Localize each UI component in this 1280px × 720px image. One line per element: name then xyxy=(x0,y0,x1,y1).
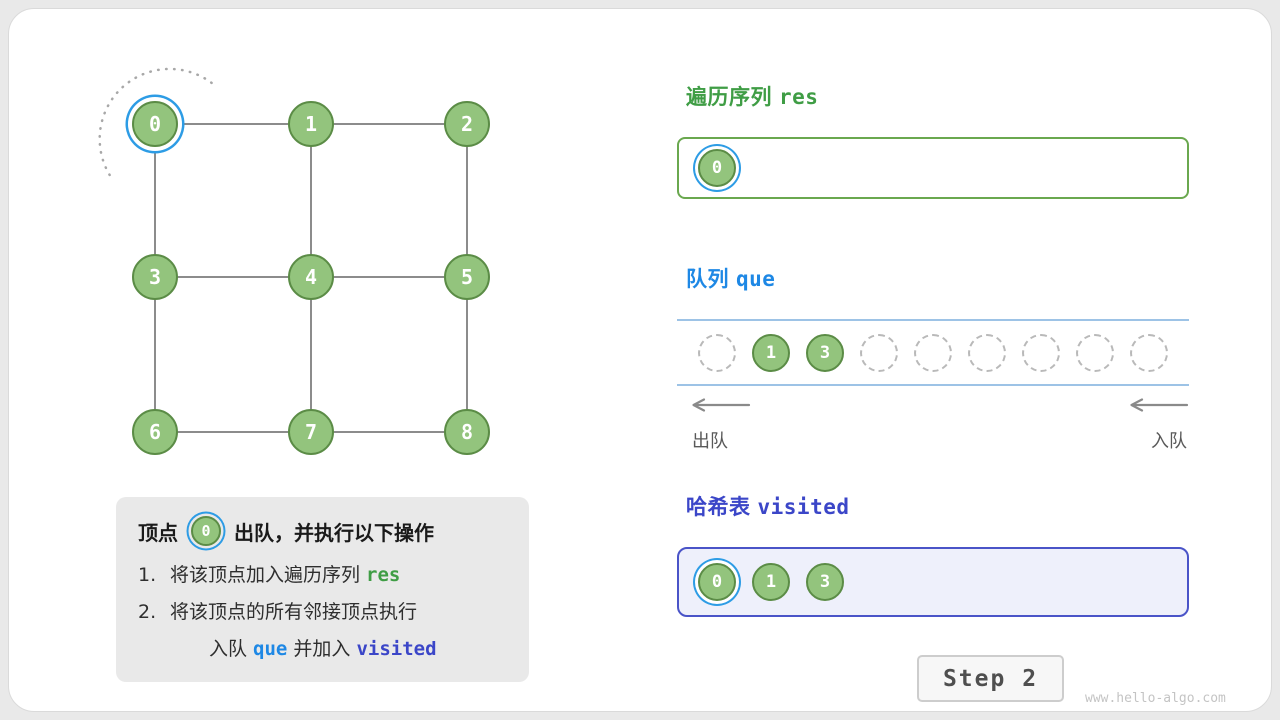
info-line-3: 入队 que 并加入 visited xyxy=(138,631,507,668)
enqueue-arrow-icon xyxy=(1130,398,1189,412)
info-title-prefix: 顶点 xyxy=(138,520,178,545)
graph-node-0: 0 xyxy=(132,101,178,147)
res-item-0: 0 xyxy=(698,149,736,187)
graph-node-6: 6 xyxy=(132,409,178,455)
watermark: www.hello-algo.com xyxy=(1085,691,1226,706)
info-line-2: 2. 将该顶点的所有邻接顶点执行 xyxy=(138,594,507,631)
info-box: 顶点 0 出队，并执行以下操作 1. 将该顶点加入遍历序列 res 2. 将该顶点的所… xyxy=(116,497,529,682)
enqueue-label: 入队 xyxy=(1151,431,1187,452)
graph-node-5: 5 xyxy=(444,254,490,300)
inline-text: 将该顶点加入遍历序列 xyxy=(170,564,367,586)
res-panel-title: 遍历序列 xyxy=(686,85,772,109)
queue-panel-title: 队列 xyxy=(686,267,729,291)
inline-text: 将该顶点的所有邻接顶点执行 xyxy=(170,601,418,623)
step-badge: Step 2 xyxy=(917,655,1064,702)
res-panel-code: res xyxy=(779,85,819,109)
graph-node-2: 2 xyxy=(444,101,490,147)
graph-edges xyxy=(98,67,468,433)
inline-text: 并加入 xyxy=(287,638,357,660)
res-box: 0 xyxy=(677,137,1189,199)
queue-slot-0 xyxy=(698,333,736,372)
info-title-suffix: 出队，并执行以下操作 xyxy=(234,520,434,545)
queue-item-1: 1 xyxy=(752,333,790,372)
info-line-number xyxy=(138,631,209,668)
graph-node-3: 3 xyxy=(132,254,178,300)
inline-code: que xyxy=(253,638,288,660)
info-line-text: 将该顶点的所有邻接顶点执行 xyxy=(170,594,417,631)
info-line-text: 将该顶点加入遍历序列 res xyxy=(170,557,400,594)
queue-item-3: 3 xyxy=(806,333,844,372)
visited-panel-code: visited xyxy=(757,495,850,519)
inline-code: visited xyxy=(356,638,437,660)
info-line-number: 1. xyxy=(138,564,157,586)
visited-item-1: 1 xyxy=(752,563,790,601)
queue-panel-code: que xyxy=(736,267,776,291)
graph-canvas: 0 1 2 3 4 5 6 7 8 xyxy=(89,59,529,479)
dequeue-arrow-icon xyxy=(692,398,751,412)
visited-item-0: 0 xyxy=(698,563,736,601)
queue-slot-5 xyxy=(968,333,1006,372)
info-line-number: 2. xyxy=(138,601,157,623)
graph-node-1: 1 xyxy=(288,101,334,147)
info-line-1: 1. 将该顶点加入遍历序列 res xyxy=(138,557,507,594)
queue-slot-3 xyxy=(860,333,898,372)
inline-code: res xyxy=(366,564,401,586)
info-node-slot: 0 xyxy=(191,516,221,546)
inline-text: 入队 xyxy=(209,638,254,660)
visited-item-3: 3 xyxy=(806,563,844,601)
visited-panel-title: 哈希表 xyxy=(686,495,751,519)
queue-slot-6 xyxy=(1022,333,1060,372)
graph-node-8: 8 xyxy=(444,409,490,455)
queue-slot-4 xyxy=(914,333,952,372)
queue-panel-heading: 队列 que xyxy=(686,263,775,293)
info-line-text: 入队 que 并加入 visited xyxy=(209,631,437,668)
graph-node-7: 7 xyxy=(288,409,334,455)
info-instructions: 1. 将该顶点加入遍历序列 res 2. 将该顶点的所有邻接顶点执行入队 que 并加… xyxy=(138,557,507,668)
info-title: 顶点 0 出队，并执行以下操作 xyxy=(138,516,507,546)
info-node-0: 0 xyxy=(191,516,221,546)
queue-slot-7 xyxy=(1076,333,1114,372)
queue-slot-8 xyxy=(1130,333,1168,372)
res-panel-heading: 遍历序列 res xyxy=(686,81,818,111)
graph-node-4: 4 xyxy=(288,254,334,300)
dequeue-label: 出队 xyxy=(692,431,728,452)
